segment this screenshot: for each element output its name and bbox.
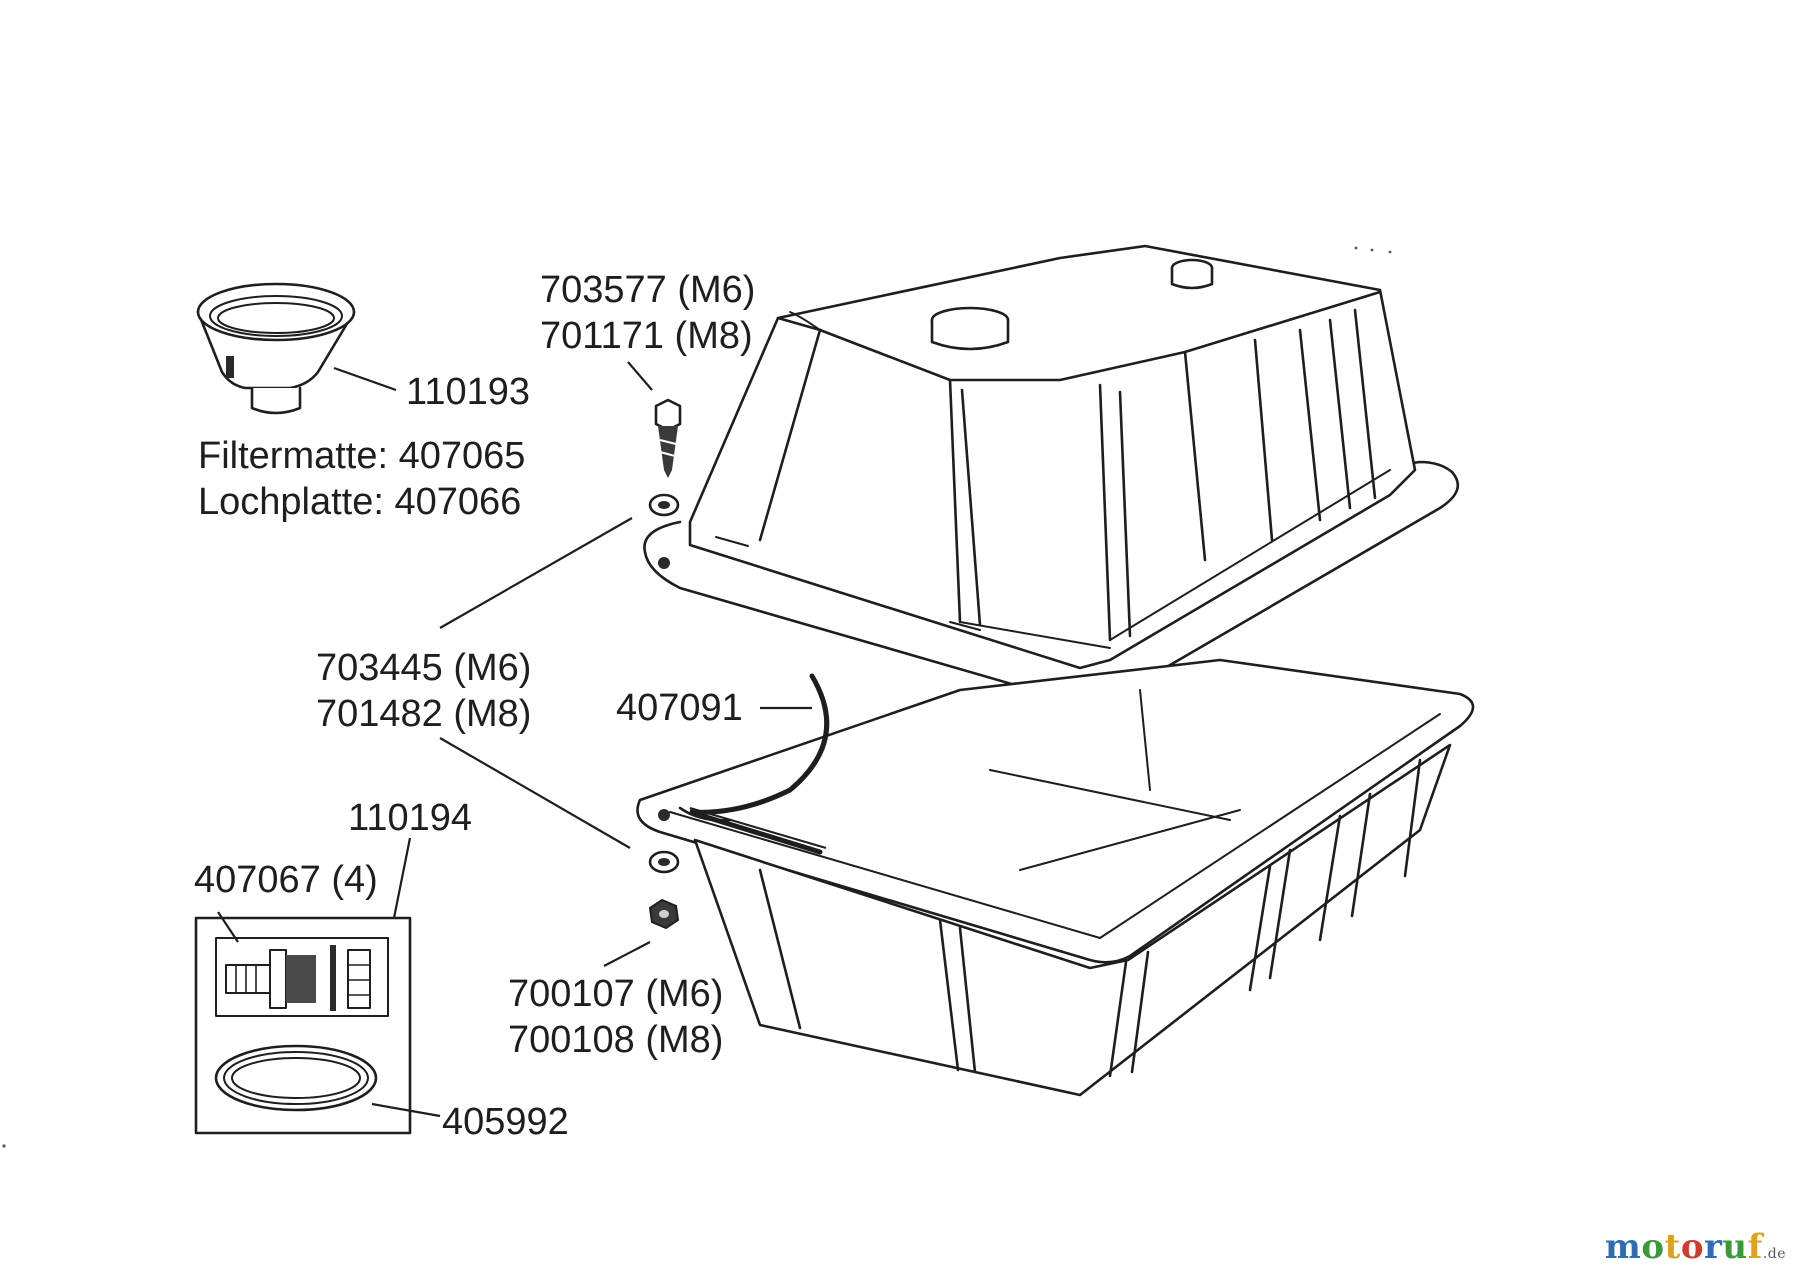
label-lochplatte: Lochplatte: 407066 (198, 481, 521, 523)
watermark-letter: f (1747, 1227, 1763, 1267)
watermark-letter: r (1704, 1227, 1723, 1267)
label-703577: 703577 (M6) (540, 269, 755, 311)
watermark-suffix: .de (1762, 1246, 1786, 1262)
label-407091: 407091 (616, 687, 743, 729)
kit-box-drawing (194, 837, 412, 1135)
label-110193: 110193 (406, 371, 530, 413)
watermark-letter: o (1680, 1227, 1704, 1267)
label-701482: 701482 (M8) (316, 693, 531, 735)
watermark-letter: t (1664, 1227, 1681, 1267)
funnel-filter-drawing (196, 282, 397, 415)
label-703445: 703445 (M6) (316, 647, 531, 689)
lower-tank-half-drawing (636, 658, 1475, 1097)
label-405992: 405992 (442, 1101, 569, 1143)
upper-tank-half-drawing (643, 244, 1460, 705)
motoruf-watermark-logo: motoruf.de (1605, 1227, 1786, 1267)
label-407067: 407067 (4) (194, 859, 378, 901)
watermark-letter: u (1722, 1227, 1748, 1267)
part-labels: 703577 (M6) 701171 (M8) 110193 Filtermat… (194, 269, 755, 1143)
label-700108: 700108 (M8) (508, 1019, 723, 1061)
scan-specks (2, 246, 1392, 1148)
watermark-letter: o (1641, 1227, 1665, 1267)
watermark-letter: m (1604, 1227, 1642, 1267)
label-701171: 701171 (M8) (540, 315, 753, 357)
leader-lines (371, 361, 812, 1118)
label-700107: 700107 (M6) (508, 973, 723, 1015)
label-110194: 110194 (348, 797, 472, 839)
fastener-drawings (648, 398, 682, 930)
label-filtermatte: Filtermatte: 407065 (198, 435, 525, 477)
